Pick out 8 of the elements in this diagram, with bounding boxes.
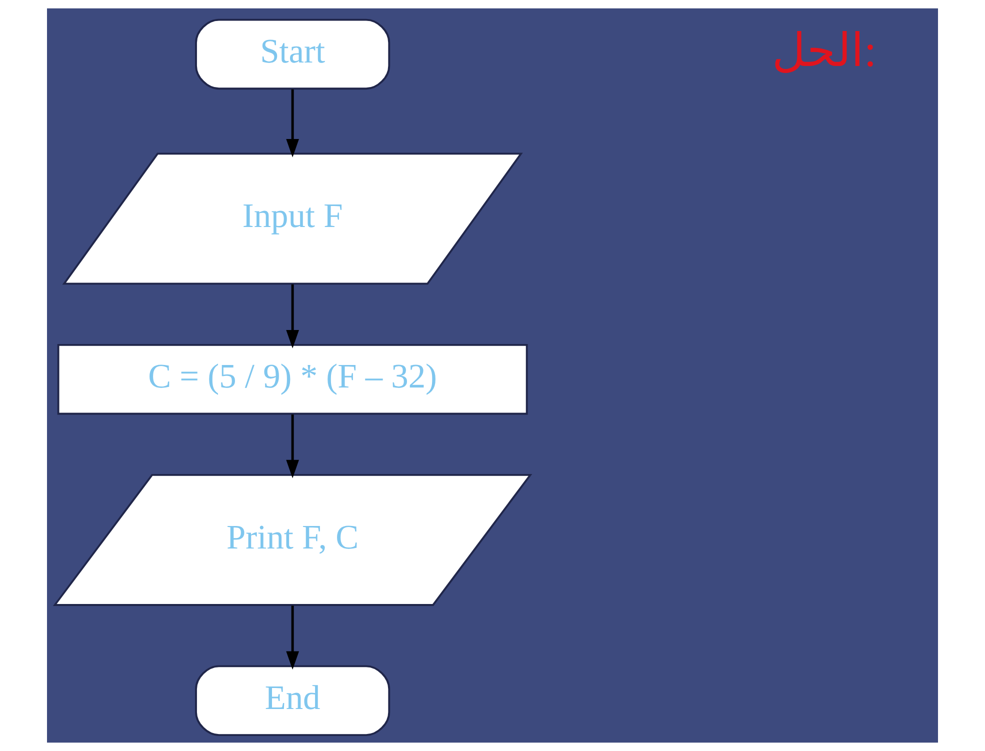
node-box: C = (5 / 9) * (F – 32) [57, 344, 528, 415]
arrow [286, 284, 299, 348]
node-box: Start [195, 18, 390, 90]
arrow [286, 414, 299, 478]
label: الحل: [772, 25, 877, 76]
node-box: End [195, 665, 390, 736]
arrow [286, 89, 299, 158]
arrow [286, 606, 299, 670]
